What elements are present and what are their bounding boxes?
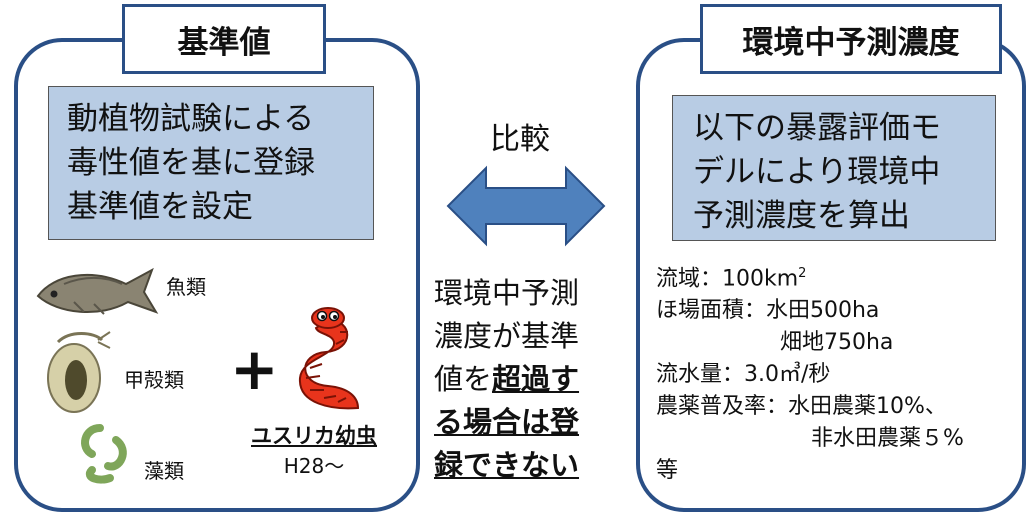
midge-larva-label: ユスリカ幼虫 [251,424,377,448]
standard-value-description: 動植物試験による 毒性値を基に登録 基準値を設定 [48,86,374,240]
exposure-parameters: 流域：100km2 ほ場面積：水田500ha 畑地750ha 流水量：3.0㎥/… [656,258,1032,487]
double-arrow-icon [446,165,606,247]
standard-value-title: 基準値 [122,4,326,74]
comparison-line-1: 環境中予測 [434,276,580,310]
crustacean-label: 甲殻類 [124,368,184,392]
comparison-line-4: る場合は登 [434,405,580,439]
algae-label: 藻類 [144,459,184,483]
param-basin-value: 流域：100km [656,266,799,292]
predicted-concentration-title: 環境中予測濃度 [700,4,1002,74]
param-basin: 流域：100km2 [656,258,1032,295]
comparison-note: 環境中予測 濃度が基準 値を超過す る場合は登 録できない [434,272,624,487]
comparison-line-3-bold: 超過す [492,362,580,396]
predicted-desc-line-2: デルにより環境中 [693,154,941,190]
midge-larva-icon [298,307,360,410]
compare-label: 比較 [490,122,550,157]
daphnia-icon [47,331,111,413]
comparison-line-5: 録できない [434,448,580,482]
comparison-line-2: 濃度が基準 [434,319,580,353]
standard-desc-line-3: 基準値を設定 [67,189,253,225]
param-flow: 流水量：3.0㎥/秒 [656,362,831,388]
standard-desc-line-1: 動植物試験による [67,101,315,137]
predicted-desc-line-3: 予測濃度を算出 [693,198,910,234]
plus-sign: + [230,335,279,403]
comparison-line-3: 値を超過す [434,358,624,401]
algae-icon [81,424,127,484]
standard-desc-line-2: 毒性値を基に登録 [67,145,315,181]
param-field-area-2: 畑地750ha [780,330,894,356]
fish-icon [36,267,159,315]
param-etc: 等 [656,458,679,484]
midge-larva-year: H28～ [283,454,345,478]
comparison-line-3-plain: 値を [434,362,493,396]
param-field-area: ほ場面積：水田500ha [656,298,880,324]
param-basin-sup: 2 [798,266,807,281]
predicted-concentration-description: 以下の暴露評価モ デルにより環境中 予測濃度を算出 [672,95,996,241]
param-spread: 農薬普及率：水田農薬10%、 [656,394,947,420]
predicted-desc-line-1: 以下の暴露評価モ [693,110,941,146]
fish-label: 魚類 [166,275,206,299]
param-spread-2: 非水田農薬５% [811,426,964,452]
